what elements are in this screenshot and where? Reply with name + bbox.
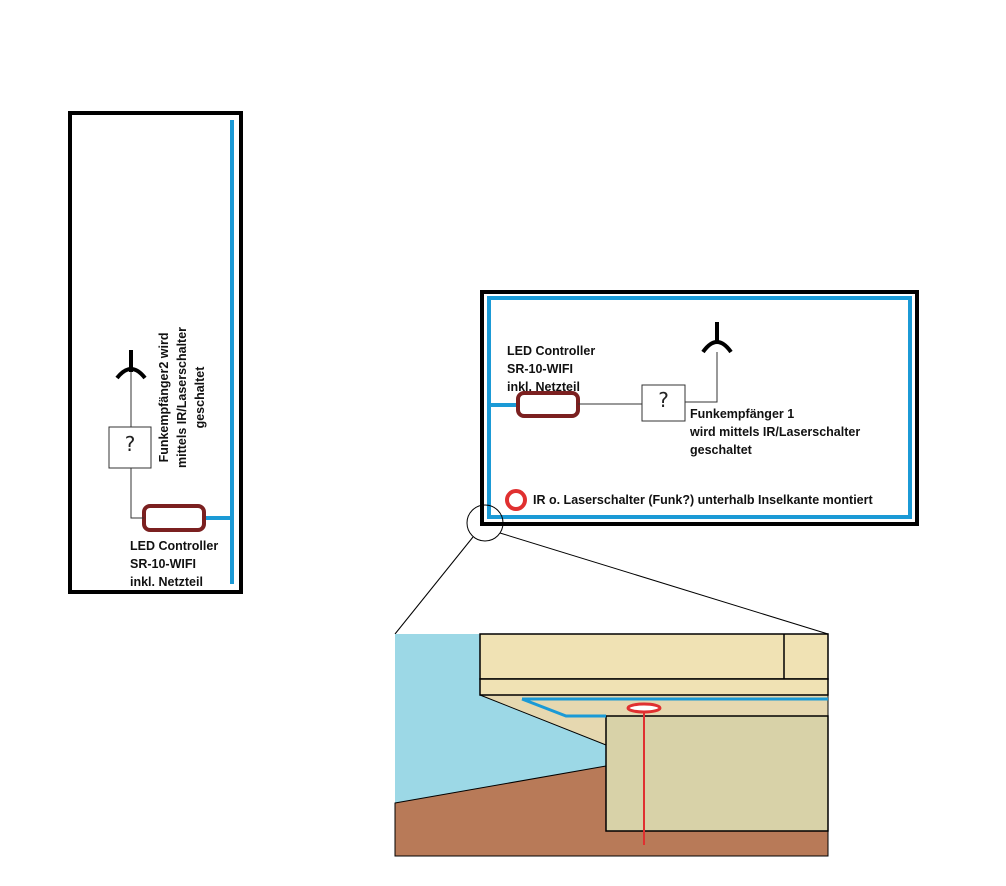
right-controller-label-line: inkl. Netzteil xyxy=(507,380,580,394)
zoom-line-left xyxy=(394,536,474,635)
zoom-line-right xyxy=(499,532,829,635)
left-controller-label-line: LED Controller xyxy=(130,539,219,553)
zoom-callout xyxy=(394,504,829,635)
led-controller-icon xyxy=(142,504,206,532)
left-receiver-wire xyxy=(130,468,144,519)
detail-countertop-upper xyxy=(479,633,829,680)
magnifier-circle-icon xyxy=(466,504,504,542)
left-panel-frame xyxy=(68,111,243,594)
receiver-box-icon xyxy=(641,384,686,422)
left-controller-label-line: inkl. Netzteil xyxy=(130,575,203,589)
left-receiver-symbol: ? xyxy=(124,432,136,456)
detail-view xyxy=(394,633,829,857)
right-receiver-symbol: ? xyxy=(658,388,669,412)
right-panel xyxy=(480,290,919,526)
right-panel-frame xyxy=(480,290,919,526)
detail-led-strip xyxy=(521,697,606,718)
antenna-icon xyxy=(115,350,147,380)
left-panel xyxy=(68,111,243,594)
receiver-box-icon xyxy=(108,426,152,469)
left-receiver-label: Funkempfänger2 wird mittels IR/Laserscha… xyxy=(155,327,209,468)
detail-countertop-edge xyxy=(479,678,829,696)
ir-switch-legend: IR o. Laserschalter (Funk?) unterhalb In… xyxy=(533,493,873,507)
right-receiver-label: Funkempfänger 1 wird mittels IR/Lasersch… xyxy=(690,405,860,459)
right-controller-label-line: LED Controller xyxy=(507,344,596,358)
ir-switch-icon xyxy=(626,702,662,714)
left-receiver-label-line: geschaltet xyxy=(193,366,207,429)
led-controller-icon xyxy=(516,391,580,418)
left-receiver-label-line: mittels IR/Laserschalter xyxy=(175,326,189,468)
right-receiver-label-line: geschaltet xyxy=(690,443,752,457)
right-controller-label-line: SR-10-WIFI xyxy=(507,362,573,376)
left-controller-label: LED Controller SR-10-WIFI inkl. Netzteil xyxy=(130,537,218,591)
right-controller-label: LED Controller SR-10-WIFI inkl. Netzteil xyxy=(507,342,595,396)
left-receiver-label-line: Funkempfänger2 wird xyxy=(157,332,171,463)
ir-switch-icon xyxy=(505,489,527,511)
detail-cabinet-front xyxy=(605,715,829,832)
right-led-strip xyxy=(487,296,912,519)
right-antenna-wire xyxy=(685,352,718,403)
left-controller-label-line: SR-10-WIFI xyxy=(130,557,196,571)
right-receiver-label-line: Funkempfänger 1 xyxy=(690,407,795,421)
right-receiver-label-line: wird mittels IR/Laserschalter xyxy=(690,425,861,439)
antenna-icon xyxy=(701,322,733,354)
